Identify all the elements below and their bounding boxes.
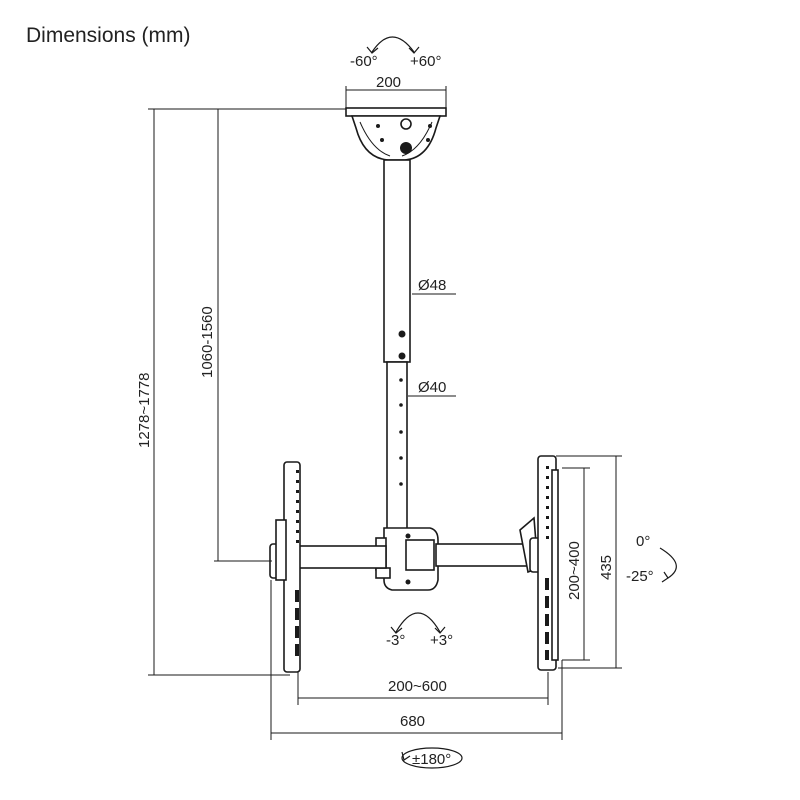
vesa-horizontal-label: 200~600 xyxy=(388,678,447,695)
rotation-arrows xyxy=(366,36,677,769)
left-vesa-bracket xyxy=(269,461,301,673)
level-right-label: +3° xyxy=(430,632,453,649)
top-width-label: 200 xyxy=(376,74,401,91)
tilt-zero-label: 0° xyxy=(636,533,650,550)
lower-tube-holes xyxy=(399,378,403,486)
right-vesa-bracket xyxy=(519,455,559,671)
pole-length-label: 1060-1560 xyxy=(199,306,216,378)
tilt-top-left-label: -60° xyxy=(350,53,378,70)
vesa-vertical-label: 200~400 xyxy=(566,541,583,600)
upper-tube xyxy=(383,159,411,363)
upper-diameter-label: Ø48 xyxy=(418,277,446,294)
bracket-height-label: 435 xyxy=(598,555,615,580)
level-left-label: -3° xyxy=(386,632,405,649)
tube-bolt xyxy=(398,352,406,360)
ceiling-plate xyxy=(345,107,447,161)
tilt-arrow-side xyxy=(659,547,677,579)
tilt-top-right-label: +60° xyxy=(410,53,441,70)
lower-diameter-label: Ø40 xyxy=(418,379,446,396)
dimension-lines xyxy=(148,86,622,740)
tilt-down-label: -25° xyxy=(626,568,654,585)
tube-bolt xyxy=(398,330,406,338)
level-arrow xyxy=(395,612,441,633)
tilt-arrow-top xyxy=(371,36,415,53)
total-height-label: 1278~1778 xyxy=(136,373,153,449)
swivel-label: ±180° xyxy=(412,751,451,768)
overall-width-label: 680 xyxy=(400,713,425,730)
swivel-arrow xyxy=(401,747,463,769)
page-title: Dimensions (mm) xyxy=(26,24,191,47)
lower-tube xyxy=(386,361,408,531)
